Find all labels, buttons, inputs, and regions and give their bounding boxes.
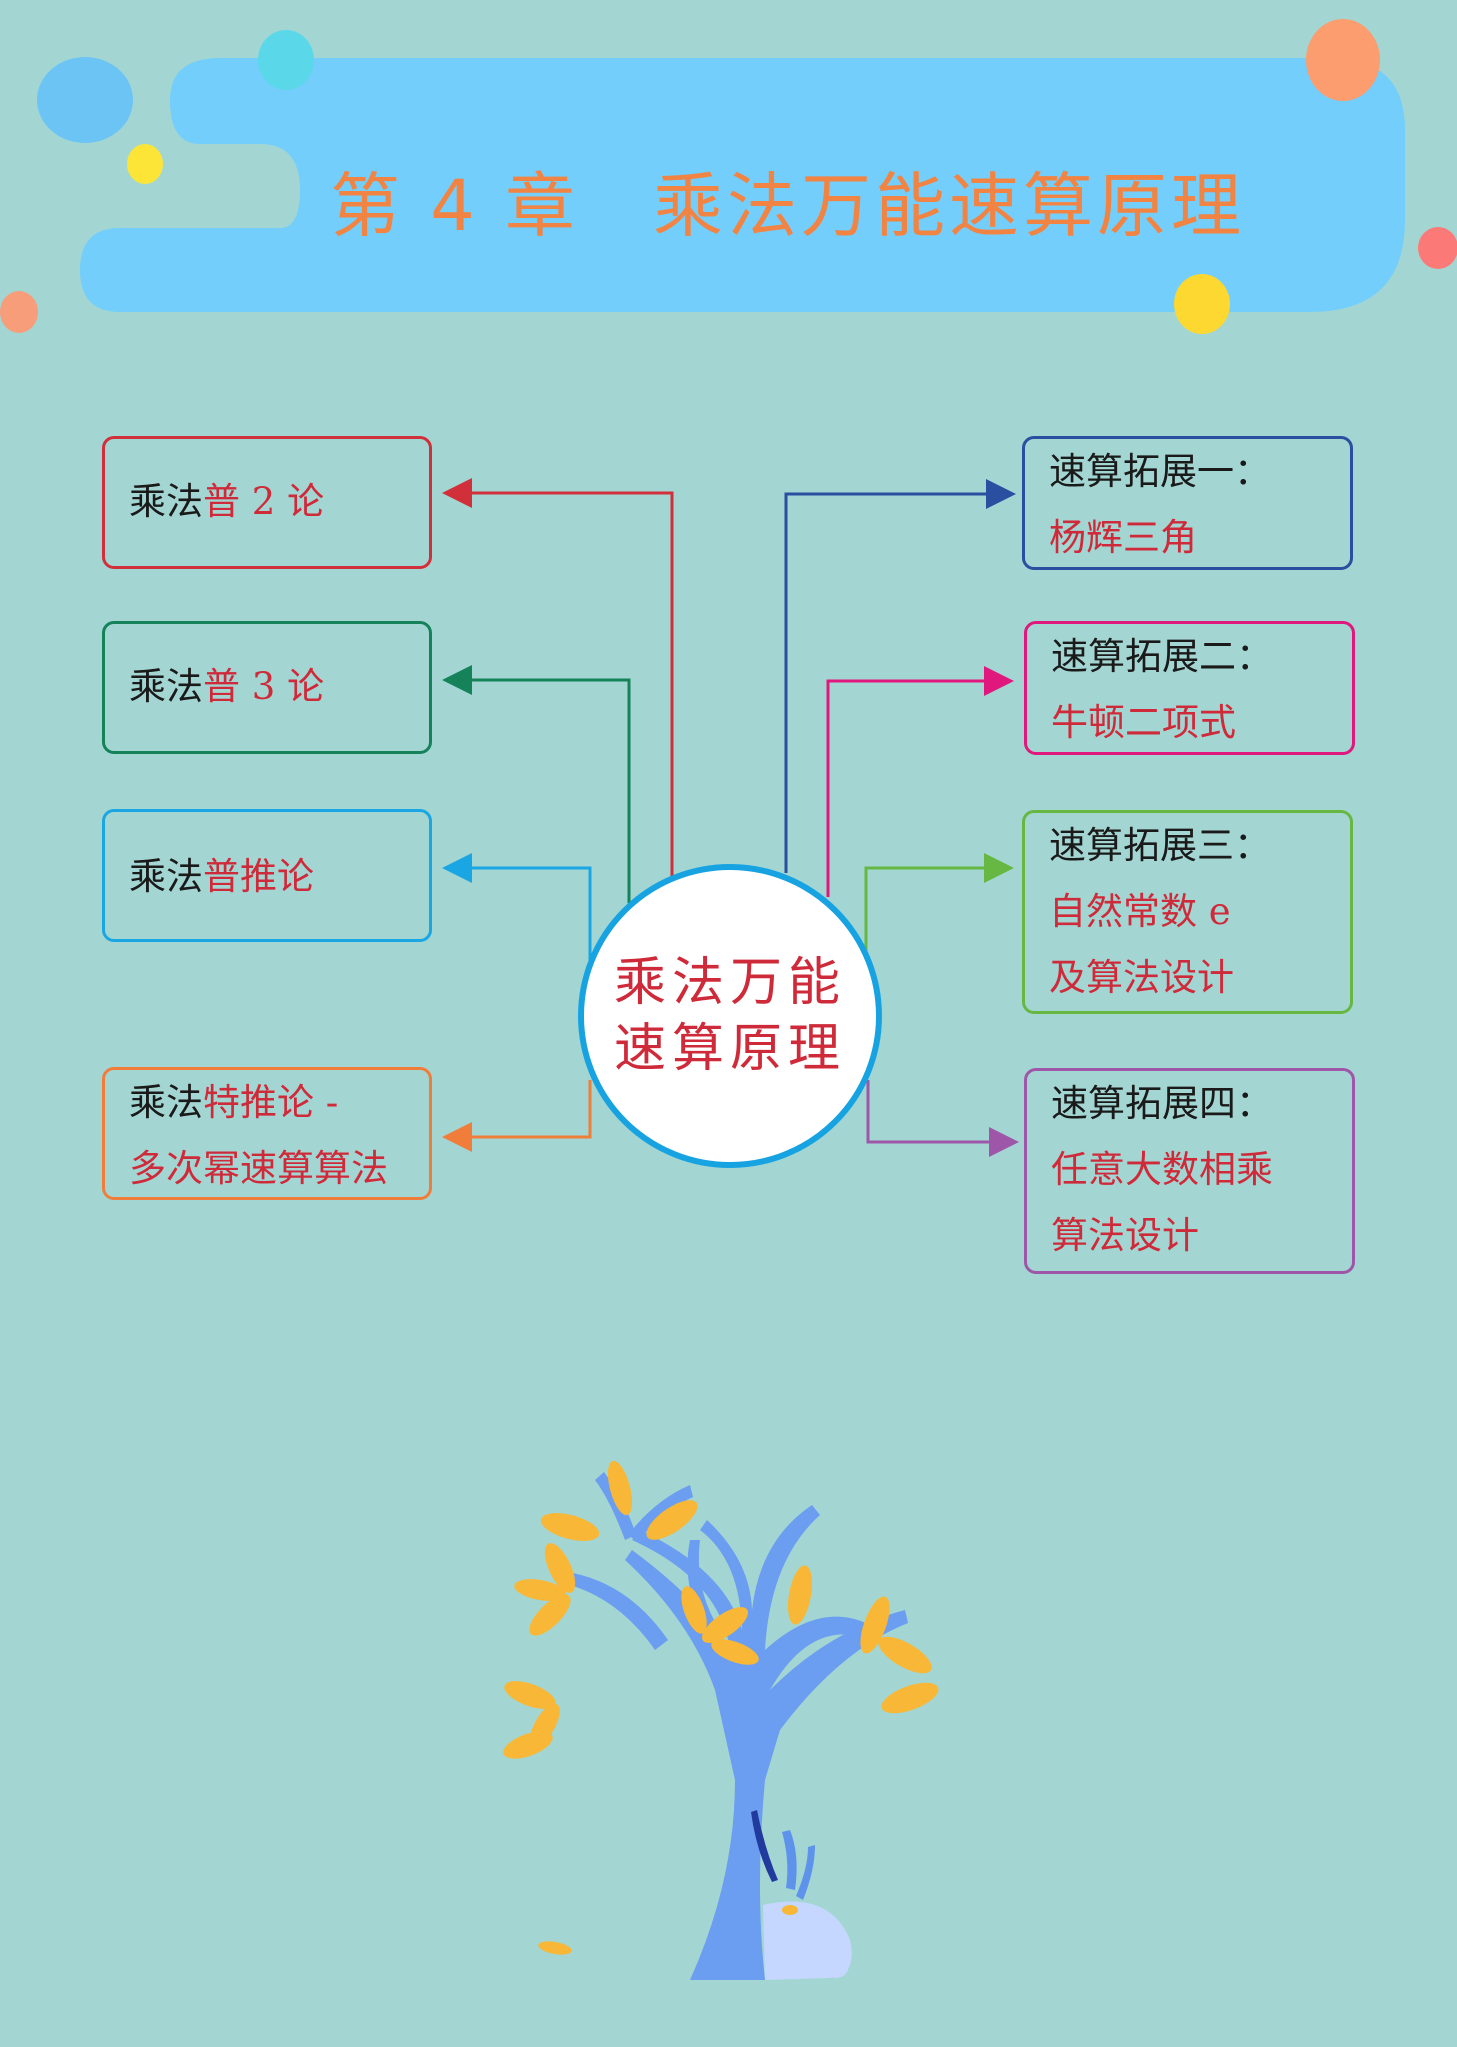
node-prefix: 乘法 <box>129 855 203 898</box>
node-label: 速算拓展一： <box>1049 450 1271 493</box>
bubble-orange-left <box>0 291 38 333</box>
node-line2: 多次幂速算算法 <box>129 1147 388 1190</box>
connector-right-2 <box>826 666 1014 897</box>
connector-left-4 <box>442 1080 592 1152</box>
bubble-blue-left <box>37 57 133 143</box>
left-node-4[interactable]: 乘法特推论 - 多次幂速算算法 <box>102 1067 432 1200</box>
right-node-1[interactable]: 速算拓展一： 杨辉三角 <box>1022 436 1353 570</box>
connector-left-2 <box>442 665 631 903</box>
node-label: 速算拓展二： <box>1051 635 1273 678</box>
bubble-cyan <box>258 30 314 90</box>
banner-shape <box>80 58 1405 312</box>
rabbit-icon <box>751 1810 852 1980</box>
connector-lines <box>442 478 1019 1157</box>
bubble-yellow-small <box>127 144 163 184</box>
connector-right-1 <box>784 479 1016 873</box>
right-node-3[interactable]: 速算拓展三： 自然常数 e 及算法设计 <box>1022 810 1353 1014</box>
node-highlight: 普推论 <box>203 855 314 898</box>
node-line: 牛顿二项式 <box>1051 701 1236 744</box>
node-highlight: 普 3 论 <box>203 665 325 708</box>
connector-right-3 <box>864 853 1014 960</box>
node-line: 算法设计 <box>1051 1214 1199 1257</box>
left-node-3[interactable]: 乘法普推论 <box>102 809 432 942</box>
tree-leaves <box>503 1460 939 1955</box>
connector-right-4 <box>866 1080 1019 1157</box>
right-node-4[interactable]: 速算拓展四： 任意大数相乘 算法设计 <box>1024 1068 1355 1274</box>
connector-left-3 <box>442 853 592 960</box>
left-node-2[interactable]: 乘法普 3 论 <box>102 621 432 754</box>
bubble-orange-top-right <box>1306 19 1380 101</box>
center-line-1: 乘法万能 <box>613 953 846 1013</box>
bubble-yellow-right <box>1174 274 1230 334</box>
node-prefix: 乘法 <box>129 1081 203 1124</box>
node-highlight: 普 2 论 <box>203 480 325 523</box>
banner-decoration <box>0 19 1457 334</box>
right-node-2[interactable]: 速算拓展二： 牛顿二项式 <box>1024 621 1355 755</box>
node-line: 杨辉三角 <box>1049 516 1197 559</box>
node-label: 速算拓展三： <box>1049 824 1271 867</box>
node-line: 任意大数相乘 <box>1051 1148 1273 1191</box>
node-label: 速算拓展四： <box>1051 1082 1273 1125</box>
connector-left-1 <box>442 478 674 876</box>
node-line: 自然常数 e <box>1049 890 1231 933</box>
tree-trunk <box>570 1472 908 1980</box>
chapter-title: 第 4 章 乘法万能速算原理 <box>330 165 1246 247</box>
bubble-red-right <box>1418 227 1457 269</box>
node-line: 及算法设计 <box>1049 956 1234 999</box>
left-node-1[interactable]: 乘法普 2 论 <box>102 436 432 569</box>
node-prefix: 乘法 <box>129 665 203 708</box>
center-line-2: 速算原理 <box>613 1019 846 1079</box>
node-prefix: 乘法 <box>129 480 203 523</box>
node-highlight: 特推论 - <box>203 1081 339 1124</box>
center-node[interactable]: 乘法万能 速算原理 <box>578 864 882 1168</box>
